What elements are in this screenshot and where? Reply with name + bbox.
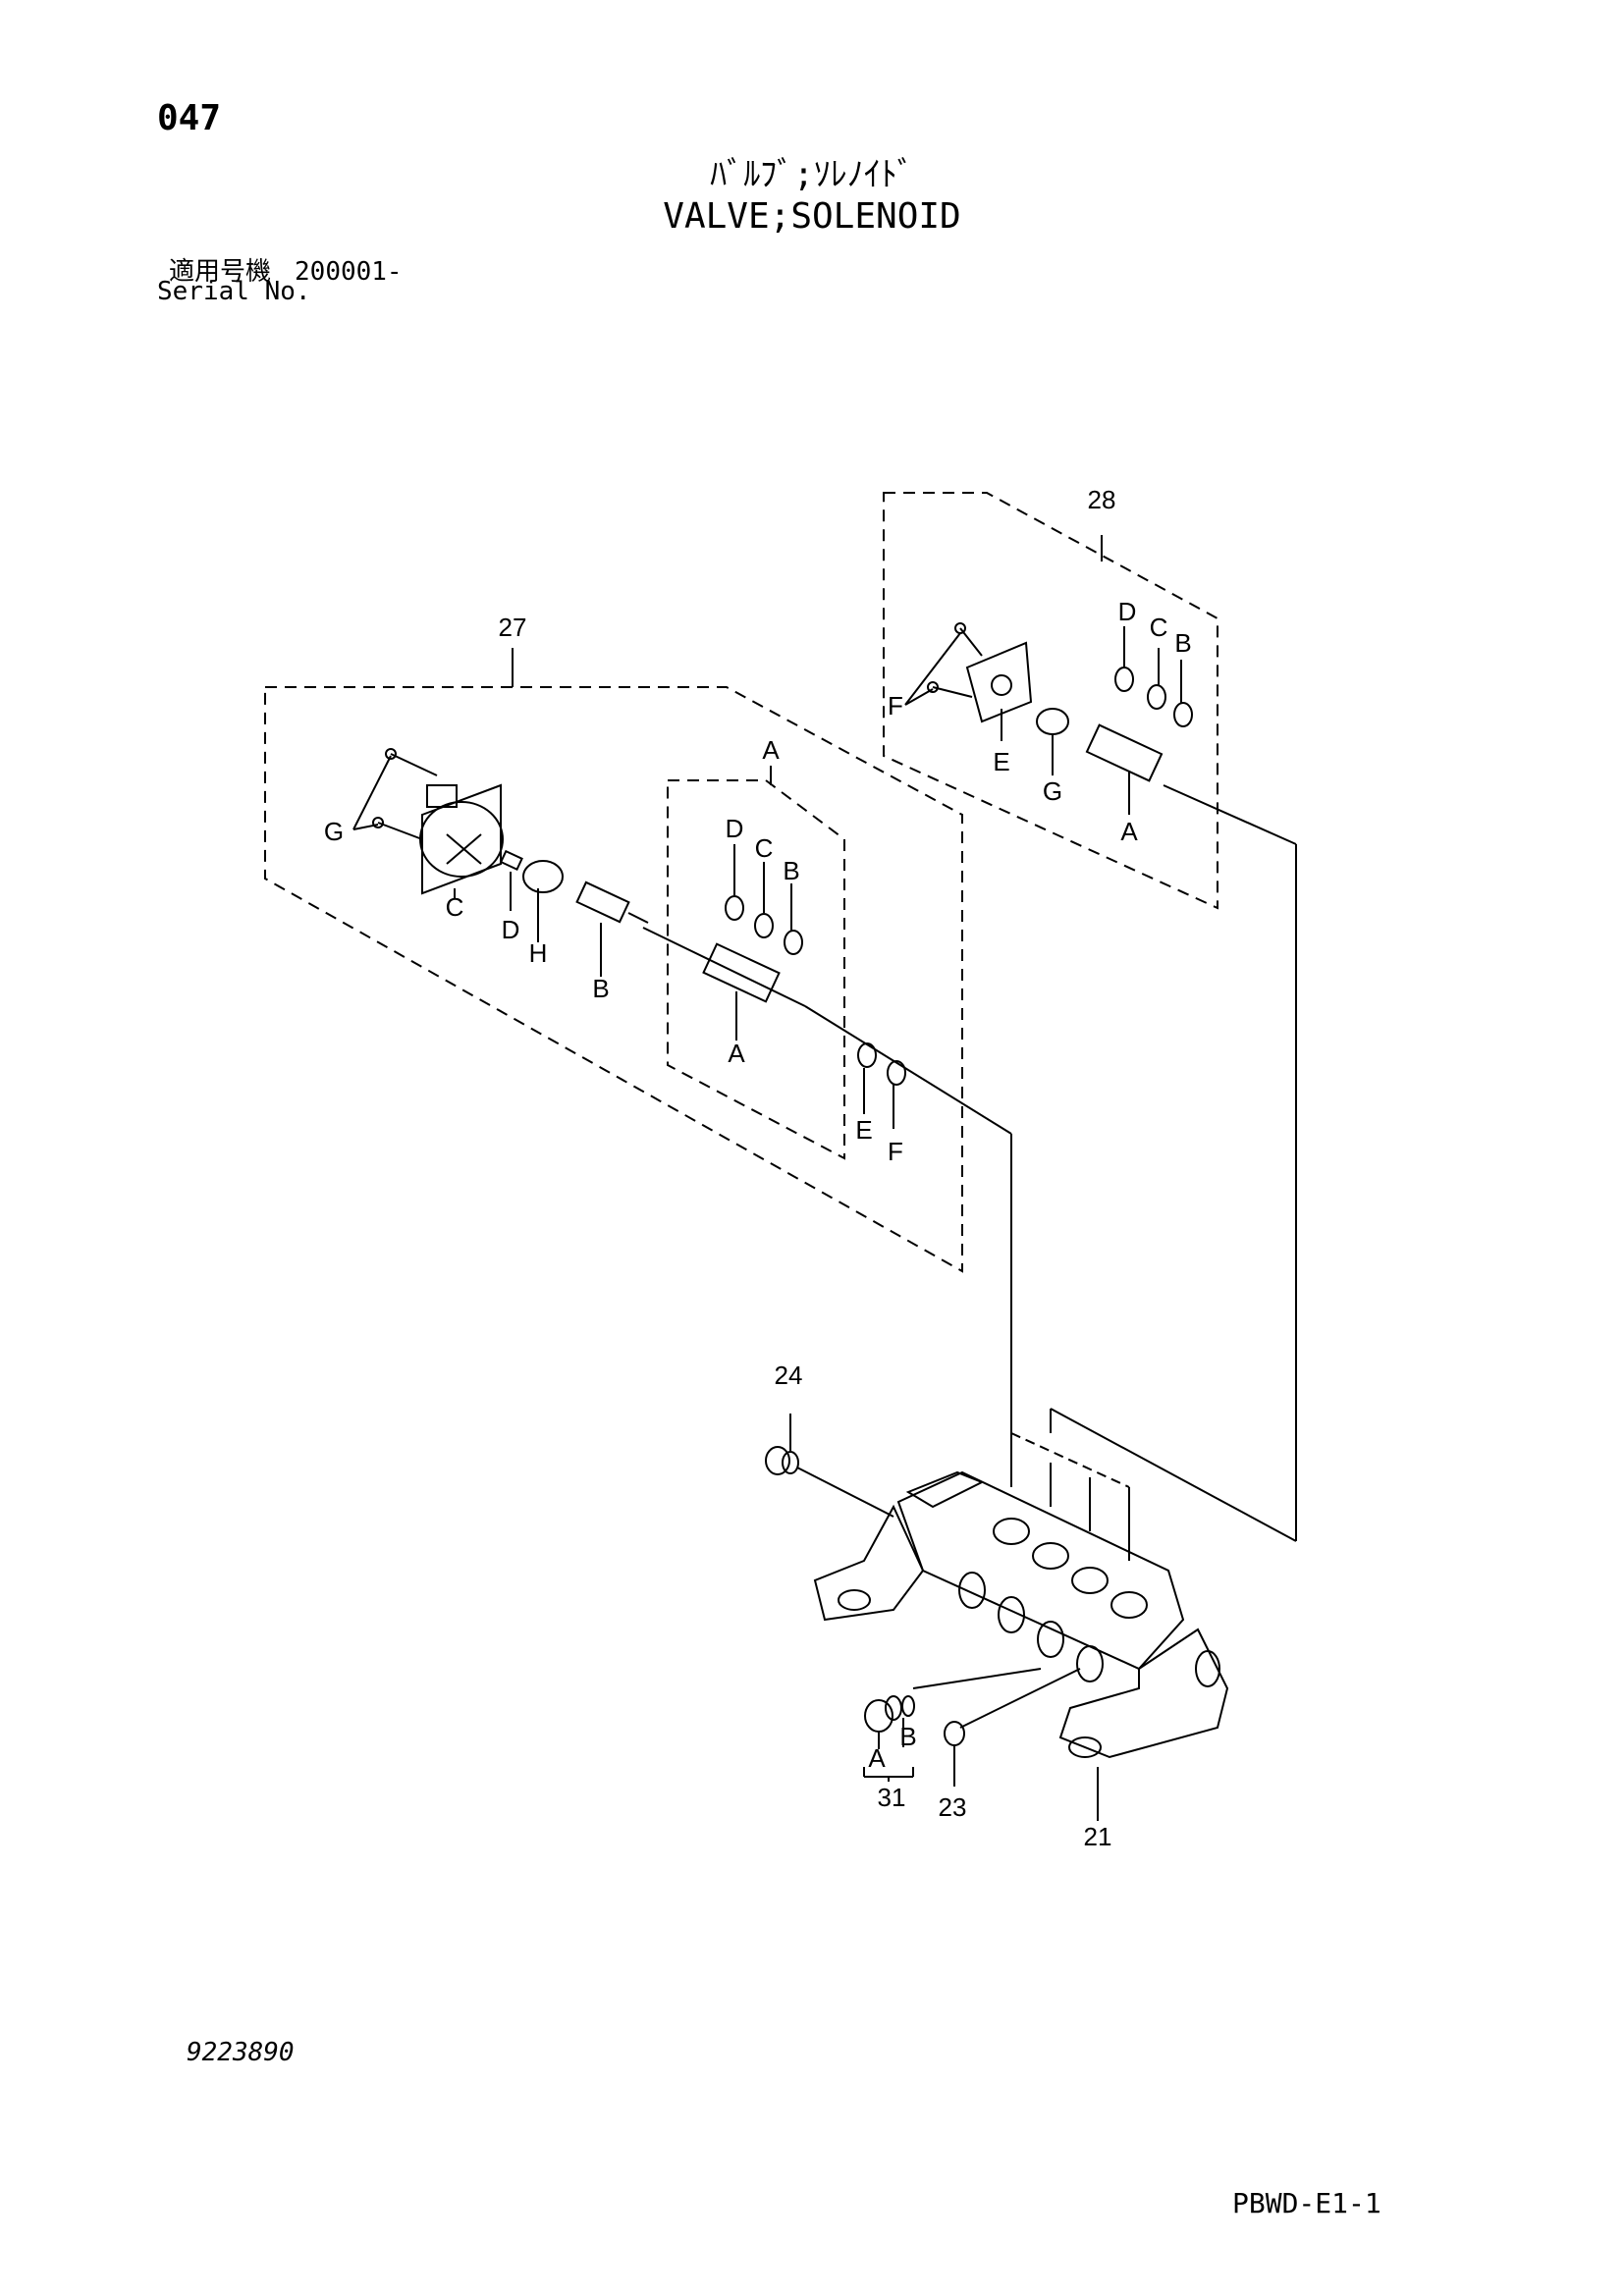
serial-label-jp: 適用号機	[169, 257, 272, 287]
callout-e-27: E	[855, 1115, 872, 1145]
plug-23	[944, 1721, 965, 1746]
drawing-number: 9223890	[187, 2038, 295, 2067]
spool-b	[575, 881, 649, 924]
title-english: VALVE;SOLENOID	[663, 196, 961, 237]
callout-a-top: A	[762, 735, 780, 765]
callout-b-27: B	[592, 974, 609, 1003]
callout-a-bottom: A	[728, 1039, 745, 1068]
group-28-boundary	[883, 492, 1218, 910]
callout-27: 27	[499, 613, 527, 642]
serial-value: 200001-	[295, 257, 403, 287]
callout-c-a: C	[755, 833, 774, 863]
title-japanese: ﾊﾞﾙﾌﾞ;ｿﾚﾉｲﾄﾞ	[710, 155, 914, 194]
bolt-g	[372, 748, 438, 840]
o-ring-h	[522, 860, 564, 893]
callout-c-27: C	[446, 892, 464, 922]
plug-24	[765, 1446, 799, 1475]
callout-24: 24	[775, 1361, 803, 1390]
ring-b	[784, 930, 803, 955]
callout-d-a: D	[726, 814, 744, 843]
plug-31	[864, 1695, 915, 1733]
callout-c-28: C	[1150, 613, 1168, 642]
o-ring-g	[1036, 708, 1069, 735]
callout-d-27: D	[502, 915, 520, 944]
solenoid-coil	[419, 783, 504, 895]
callout-h-27: H	[529, 938, 548, 968]
callout-b-28: B	[1174, 628, 1191, 658]
callout-g-28: G	[1043, 776, 1062, 806]
bolt-f	[927, 622, 983, 698]
callout-28: 28	[1088, 485, 1116, 514]
callout-f-27: F	[888, 1137, 903, 1166]
ring-d	[725, 895, 744, 921]
callout-e-28: E	[993, 747, 1009, 776]
serial-label-en: Serial No.	[157, 277, 311, 306]
page-code: PBWD-E1-1	[1232, 2187, 1381, 2219]
callout-a-28: A	[1120, 817, 1138, 846]
cover-plate	[965, 641, 1033, 723]
callout-f-28: F	[888, 691, 903, 721]
ring-e	[857, 1042, 877, 1068]
callout-31: 31	[878, 1783, 906, 1812]
ring-c	[754, 913, 774, 938]
callout-23: 23	[939, 1792, 967, 1822]
callout-b-a: B	[783, 856, 799, 885]
callout-a-31: A	[868, 1743, 886, 1773]
group-27-boundary	[264, 686, 963, 1273]
cartridge-a	[702, 942, 781, 1003]
callout-21: 21	[1084, 1822, 1112, 1851]
page-number: 047	[157, 98, 222, 138]
callout-g-27: G	[324, 817, 344, 846]
ring-f	[887, 1060, 906, 1086]
callout-b-31: B	[899, 1722, 916, 1751]
callout-d-28: D	[1118, 597, 1137, 626]
manifold-body	[813, 1470, 1229, 1759]
cartridge-28	[1085, 723, 1164, 782]
serial-row-jp: 適用号機 200001-	[169, 251, 403, 288]
spring-d	[499, 849, 523, 871]
group-a-boundary	[667, 779, 845, 1160]
